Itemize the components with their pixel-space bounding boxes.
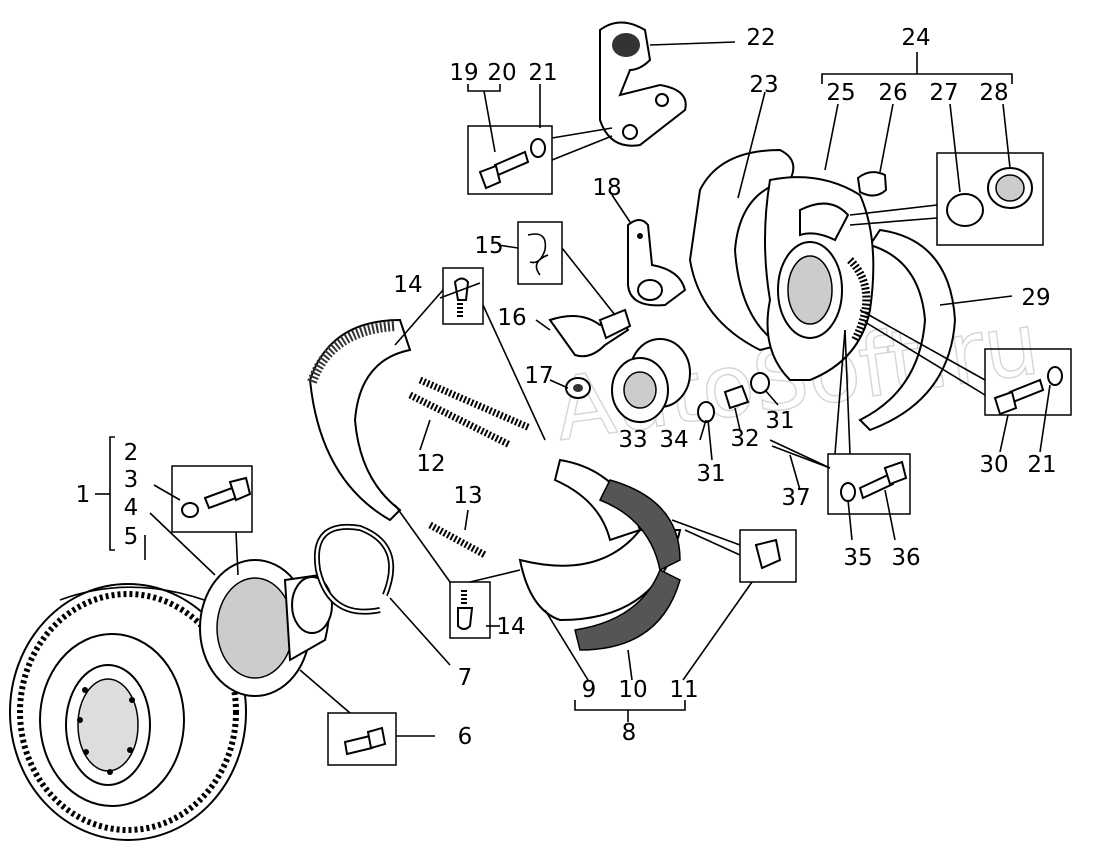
label-15: 15	[474, 233, 503, 259]
label-18: 18	[592, 175, 621, 201]
label-22: 22	[746, 25, 775, 51]
label-36: 36	[891, 545, 920, 571]
label-25: 25	[826, 80, 855, 106]
label-21-right: 21	[1027, 452, 1056, 478]
bolt-box-30-21	[984, 348, 1072, 416]
label-30: 30	[979, 452, 1008, 478]
label-17: 17	[524, 363, 553, 389]
bolt-box-35-36	[827, 453, 911, 515]
washer-31	[750, 372, 770, 394]
brake-shoe-upper	[307, 318, 412, 522]
label-28: 28	[979, 80, 1008, 106]
label-1: 1	[76, 482, 91, 508]
label-14-top: 14	[393, 272, 422, 298]
label-8: 8	[622, 720, 637, 746]
label-27: 27	[929, 80, 958, 106]
label-12: 12	[416, 451, 445, 477]
bolt-box-6	[327, 712, 397, 766]
brake-drum	[9, 583, 247, 841]
bolt-box-2-3	[171, 465, 253, 533]
camshaft-bracket	[599, 21, 687, 147]
dust-shield	[688, 148, 957, 432]
label-4: 4	[124, 495, 139, 521]
label-3: 3	[124, 467, 139, 493]
washer-34	[697, 401, 715, 423]
leader-lines	[95, 41, 1051, 737]
label-2: 2	[124, 440, 139, 466]
label-34: 34	[659, 427, 688, 453]
cotter-pin-37	[769, 439, 831, 469]
bolt-box-19-21	[467, 125, 553, 195]
label-5: 5	[124, 524, 139, 550]
clip-box-15	[517, 221, 563, 285]
return-spring-upper	[408, 376, 532, 449]
part-number-labels: 1 2 3 4 5 6 7 8 9 10 11 12 13 14 14 15 1…	[76, 25, 1057, 750]
seal-33	[611, 338, 691, 423]
bearing-box-27-28	[936, 152, 1044, 246]
bushing-17	[565, 377, 591, 399]
label-6: 6	[458, 724, 473, 750]
label-35: 35	[843, 545, 872, 571]
label-26: 26	[878, 80, 907, 106]
nut-box-11	[739, 529, 797, 583]
bushing-32	[723, 384, 750, 410]
camshaft	[548, 308, 632, 358]
label-29: 29	[1021, 285, 1050, 311]
label-7: 7	[458, 665, 473, 691]
label-19: 19	[449, 60, 478, 86]
label-37: 37	[781, 485, 810, 511]
label-31-right: 31	[765, 408, 794, 434]
brake-support	[764, 176, 875, 381]
label-14-bottom: 14	[496, 614, 525, 640]
label-23: 23	[749, 72, 778, 98]
label-32: 32	[730, 426, 759, 452]
label-11: 11	[669, 677, 698, 703]
label-9: 9	[582, 677, 597, 703]
label-33: 33	[618, 427, 647, 453]
return-spring-lower	[428, 521, 487, 559]
label-21-top: 21	[528, 60, 557, 86]
pin-box-14-top	[442, 267, 484, 325]
brake-lining	[574, 479, 681, 651]
label-16: 16	[497, 305, 526, 331]
label-24: 24	[901, 25, 930, 51]
label-13: 13	[453, 483, 482, 509]
wheel-hub	[199, 559, 333, 697]
label-20: 20	[487, 60, 516, 86]
bushing-26	[856, 171, 888, 197]
label-31-lower: 31	[696, 461, 725, 487]
snap-ring	[313, 523, 395, 615]
slack-adjuster	[627, 219, 687, 307]
pin-box-14-bottom	[449, 581, 491, 639]
label-10: 10	[618, 677, 647, 703]
